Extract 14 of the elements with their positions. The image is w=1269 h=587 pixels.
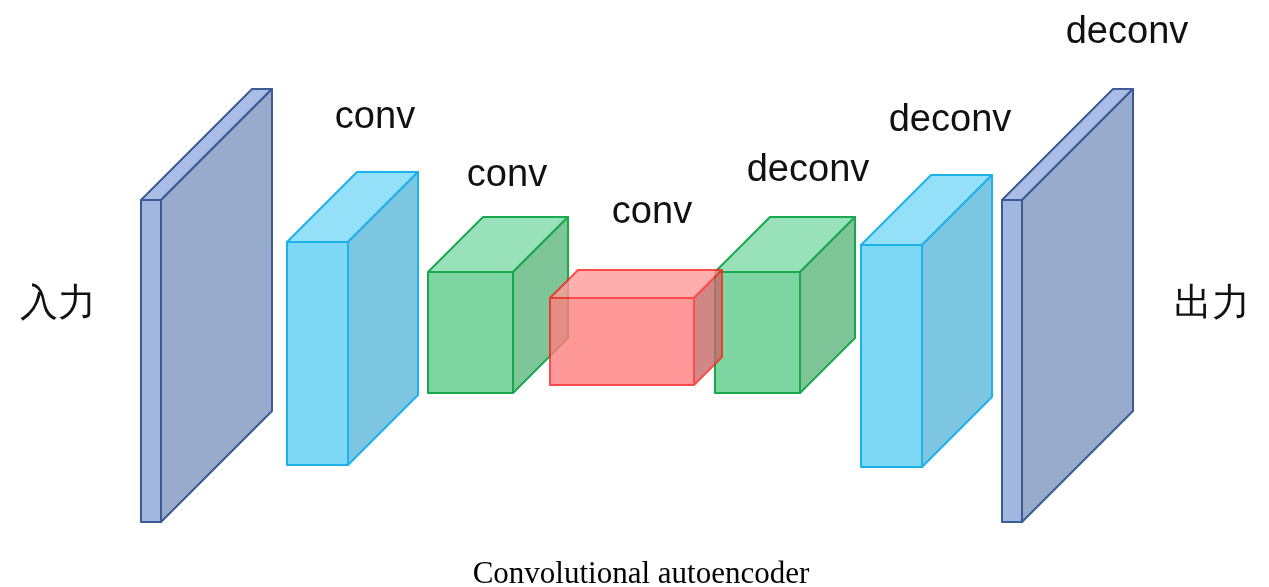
layer-label: conv: [611, 191, 693, 229]
cuboid: [287, 172, 418, 465]
layer-label: 出力: [1174, 283, 1250, 321]
cuboid: [715, 217, 855, 393]
layer-label: conv: [466, 154, 548, 192]
caption: Convolutional autoencoder: [472, 556, 810, 587]
layer-label: 入力: [20, 283, 96, 321]
layer-label: conv: [334, 96, 416, 134]
layer-label: deconv: [1065, 11, 1189, 49]
layer-label: deconv: [888, 99, 1012, 137]
cuboid: [141, 89, 272, 522]
cuboid: [428, 217, 568, 393]
layer-label: deconv: [746, 149, 870, 187]
cuboid: [550, 270, 722, 385]
